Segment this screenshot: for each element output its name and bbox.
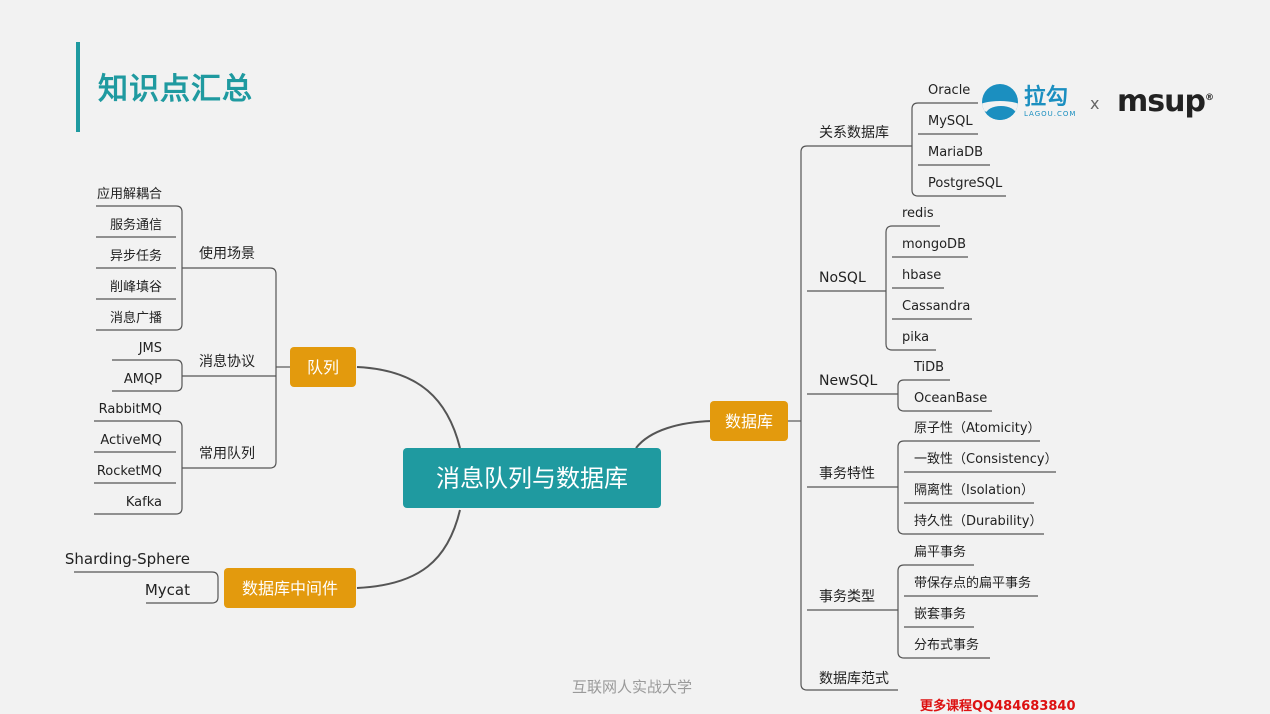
leaf-usage-1: 服务通信: [110, 217, 162, 233]
group-label-types: 事务类型: [819, 589, 875, 605]
leaf-usage-3: 削峰填谷: [110, 280, 162, 295]
middleware-node-label: 数据库中间件: [242, 579, 338, 598]
queue-branch-spine: [269, 267, 277, 469]
leaf-types-2: 嵌套事务: [914, 606, 966, 622]
leaf-acid-0: 原子性（Atomicity）: [914, 421, 1041, 436]
leaf-types-1: 带保存点的扁平事务: [914, 575, 1031, 591]
leaf-acid-3: 持久性（Durability）: [914, 514, 1042, 529]
leaf-newsql-1: OceanBase: [914, 391, 987, 406]
leaf-nosql-3: Cassandra: [902, 299, 970, 314]
leaf-acid-1: 一致性（Consistency）: [914, 452, 1058, 467]
leaf-common-1: ActiveMQ: [100, 433, 162, 448]
database-node-label: 数据库: [725, 412, 773, 431]
leaf-common-2: RocketMQ: [97, 464, 162, 479]
leaf-relational-0: Oracle: [928, 83, 970, 98]
leaf-middleware-1: Mycat: [145, 581, 190, 599]
middleware-spine: [211, 571, 219, 604]
group-spine-usage: [175, 205, 183, 331]
group-spine-newsql: [897, 379, 905, 412]
partner-name: msup: [1117, 84, 1206, 119]
queue-node-label: 队列: [307, 358, 339, 377]
brand-separator: x: [1090, 94, 1100, 113]
group-spine-types: [897, 564, 905, 659]
leaf-protocol-0: JMS: [138, 341, 162, 356]
page-title: 知识点汇总: [98, 72, 253, 107]
group-spine-acid: [897, 440, 905, 535]
lagou-wave-icon: [982, 84, 1018, 120]
leaf-newsql-0: TiDB: [913, 360, 944, 375]
leaf-nosql-4: pika: [902, 330, 929, 345]
database-branch-spine: [800, 145, 808, 691]
group-label-relational: 关系数据库: [819, 125, 889, 141]
lagou-name: 拉勾: [1024, 85, 1069, 110]
group-spine-nosql: [885, 225, 893, 351]
leaf-types-0: 扁平事务: [914, 544, 966, 560]
center-node-label: 消息队列与数据库: [436, 465, 628, 493]
leaf-usage-0: 应用解耦合: [97, 186, 162, 202]
leaf-relational-3: PostgreSQL: [928, 176, 1003, 191]
lagou-logo: 拉勾 LAGOU.COM: [982, 84, 1076, 120]
leaf-acid-2: 隔离性（Isolation）: [914, 482, 1034, 498]
database-node-box: [710, 401, 788, 441]
title-accent-bar: [76, 42, 80, 132]
leaf-nosql-0: redis: [902, 206, 934, 221]
middleware-node-box: [224, 568, 356, 608]
leaf-relational-1: MySQL: [928, 114, 973, 129]
group-label-common: 常用队列: [199, 446, 255, 462]
group-spine-relational: [911, 102, 919, 197]
leaf-common-3: Kafka: [126, 495, 162, 510]
leaf-protocol-1: AMQP: [124, 372, 162, 387]
curve-center-queue: [356, 366, 461, 449]
footer-text: 互联网人实战大学: [572, 678, 693, 696]
leaf-usage-4: 消息广播: [110, 310, 162, 326]
leaf-types-3: 分布式事务: [914, 637, 979, 653]
msup-logo: msup®: [1117, 84, 1214, 119]
lagou-sub: LAGOU.COM: [1024, 110, 1077, 118]
group-label-usage: 使用场景: [199, 245, 255, 262]
leaf-middleware-0: Sharding-Sphere: [65, 550, 190, 568]
group-spine-protocol: [175, 359, 183, 392]
partner-mark: ®: [1204, 93, 1214, 103]
group-label-normal: 数据库范式: [819, 670, 889, 687]
watermark-text: 更多课程QQ484683840: [920, 699, 1076, 714]
curve-center-middleware: [356, 509, 461, 589]
group-spine-common: [175, 420, 183, 515]
leaf-relational-2: MariaDB: [928, 145, 983, 160]
group-label-acid: 事务特性: [819, 466, 875, 482]
group-label-nosql: NoSQL: [819, 270, 866, 286]
group-label-protocol: 消息协议: [199, 353, 255, 370]
leaf-nosql-2: hbase: [902, 268, 941, 283]
center-node-box: [403, 448, 661, 508]
leaf-usage-2: 异步任务: [110, 248, 162, 264]
leaf-common-0: RabbitMQ: [99, 402, 162, 417]
group-label-newsql: NewSQL: [819, 373, 877, 389]
curve-center-database: [635, 420, 713, 449]
queue-node-box: [290, 347, 356, 387]
leaf-nosql-1: mongoDB: [902, 237, 966, 252]
